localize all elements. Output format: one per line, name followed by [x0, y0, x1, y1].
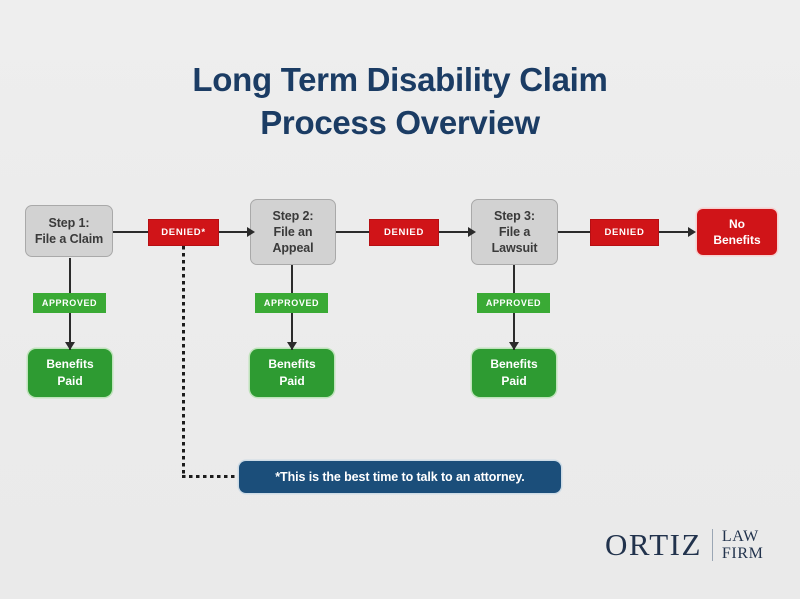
arrowhead-into-benefits3: [509, 342, 519, 350]
approved-1-label: APPROVED: [41, 298, 98, 308]
benefits-paid-1-box[interactable]: Benefits Paid: [28, 349, 112, 397]
logo-secondary-line2: FIRM: [721, 545, 764, 562]
approved-3-box[interactable]: APPROVED: [477, 293, 550, 313]
page-title-line2: Process Overview: [260, 104, 540, 141]
logo-primary-text: ORTIZ: [605, 527, 702, 562]
benefits-paid-2-box[interactable]: Benefits Paid: [250, 349, 334, 397]
ortiz-law-firm-logo: ORTIZ LAW FIRM: [605, 527, 764, 563]
attorney-note-box[interactable]: *This is the best time to talk to an att…: [239, 461, 561, 493]
no-benefits-label: No Benefits: [713, 217, 761, 247]
connector-step1-to-denied1: [113, 231, 148, 233]
approved-3-label: APPROVED: [485, 298, 542, 308]
logo-divider: [711, 529, 713, 561]
step-1-box[interactable]: Step 1: File a Claim: [25, 205, 113, 257]
benefits-paid-1-label: Benefits Paid: [46, 357, 94, 388]
step-3-label: Step 3: File a Lawsuit: [491, 209, 538, 255]
arrowhead-into-step2: [247, 227, 255, 237]
benefits-paid-2-label: Benefits Paid: [268, 357, 316, 388]
arrowhead-into-benefits1: [65, 342, 75, 350]
denied-2-box[interactable]: DENIED: [369, 219, 439, 246]
connector-step3-to-denied3: [558, 231, 590, 233]
page-title-line1: Long Term Disability Claim: [192, 61, 608, 98]
connector-step2-to-denied2: [336, 231, 369, 233]
arrowhead-into-nobenefits: [688, 227, 696, 237]
approved-1-box[interactable]: APPROVED: [33, 293, 106, 313]
arrowhead-into-step3: [468, 227, 476, 237]
denied-3-label: DENIED: [604, 227, 645, 238]
denied-3-box[interactable]: DENIED: [590, 219, 659, 246]
benefits-paid-3-label: Benefits Paid: [490, 357, 538, 388]
logo-secondary-line1: LAW: [721, 528, 759, 545]
no-benefits-box[interactable]: No Benefits: [697, 209, 777, 255]
logo-secondary-text: LAW FIRM: [722, 528, 764, 562]
step-1-label: Step 1: File a Claim: [34, 216, 104, 246]
approved-2-box[interactable]: APPROVED: [255, 293, 328, 313]
attorney-note-label: *This is the best time to talk to an att…: [275, 470, 525, 484]
benefits-paid-3-box[interactable]: Benefits Paid: [472, 349, 556, 397]
page-title: Long Term Disability Claim Process Overv…: [0, 58, 800, 144]
approved-2-label: APPROVED: [263, 298, 320, 308]
step-3-box[interactable]: Step 3: File a Lawsuit: [471, 199, 558, 265]
denied-2-label: DENIED: [383, 227, 425, 238]
denied-1-box[interactable]: DENIED*: [148, 219, 219, 246]
connector-denied1-to-step2: [219, 231, 250, 233]
step-2-box[interactable]: Step 2: File an Appeal: [250, 199, 336, 265]
connector-denied2-to-step3: [439, 231, 471, 233]
connector-denied3-to-nobenefits: [659, 231, 691, 233]
dotted-connector-vertical: [182, 246, 185, 478]
dotted-connector-horizontal: [182, 475, 238, 478]
denied-1-label: DENIED*: [161, 227, 206, 238]
step-2-label: Step 2: File an Appeal: [272, 209, 314, 255]
arrowhead-into-benefits2: [287, 342, 297, 350]
